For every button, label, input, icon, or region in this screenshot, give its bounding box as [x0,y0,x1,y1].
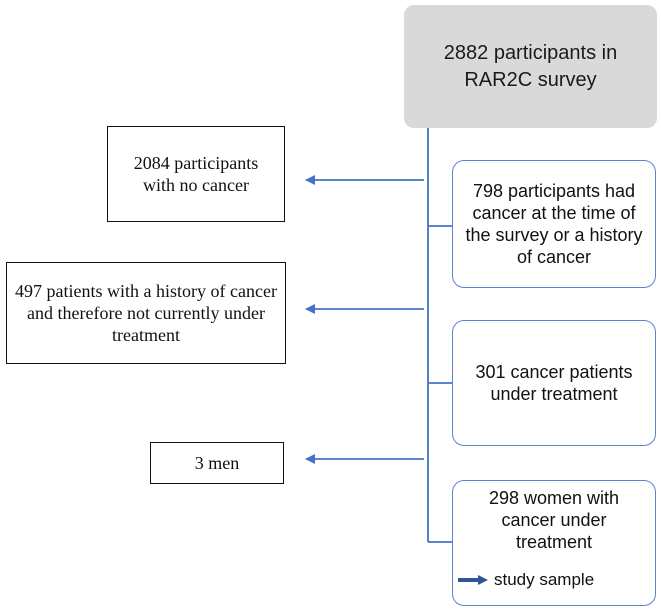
cancer-any-box: 798 participants had cancer at the time … [452,160,656,288]
no-cancer-box: 2084 participants with no cancer [107,126,285,222]
study-sample-box: 298 women with cancer under treatment [452,480,656,606]
men-excluded-text: 3 men [194,453,240,473]
no-cancer-text: 2084 participants with no cancer [133,153,259,195]
under-treatment-box: 301 cancer patients under treatment [452,320,656,446]
total-participants-box: 2882 participants in RAR2C survey [404,5,657,128]
study-sample-legend: study sample [458,570,594,590]
women-sample-text: 298 women with cancer under treatment [488,488,620,552]
legend-label: study sample [494,570,595,589]
under-treatment-text: 301 cancer patients under treatment [475,362,633,404]
total-participants-text: 2882 participants in RAR2C survey [443,41,618,91]
study-sample-arrow-icon [458,575,488,585]
history-only-text: 497 patients with a history of cancer an… [15,281,277,345]
cancer-any-text: 798 participants had cancer at the time … [465,181,643,267]
history-only-box: 497 patients with a history of cancer an… [6,262,286,364]
men-excluded-box: 3 men [150,442,284,484]
